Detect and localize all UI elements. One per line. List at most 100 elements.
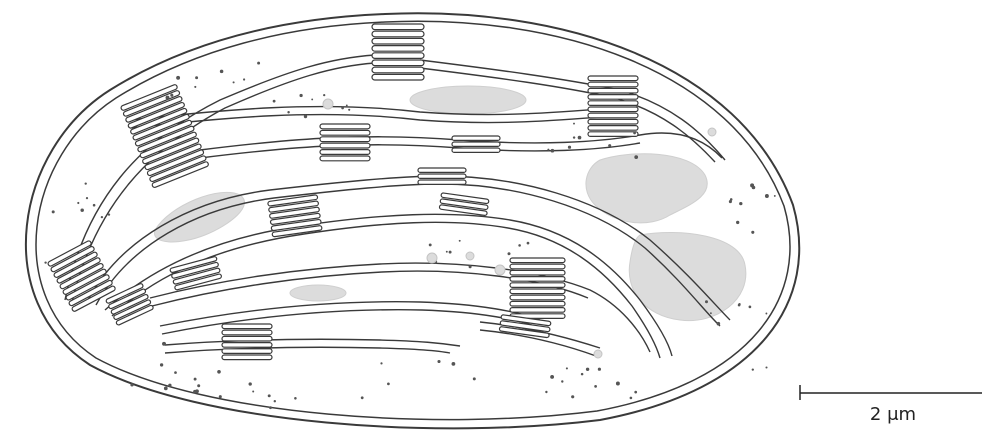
thylakoid-disc bbox=[510, 301, 565, 306]
thylakoid-disc bbox=[222, 355, 272, 360]
plastoglobule-dot bbox=[749, 306, 752, 309]
plastoglobule-dot bbox=[527, 242, 530, 245]
thylakoid-disc bbox=[418, 174, 466, 178]
plastoglobule-dot bbox=[217, 370, 221, 374]
thylakoid-disc bbox=[372, 67, 424, 73]
plastoglobule-dot bbox=[545, 391, 547, 393]
plastoglobule-dot bbox=[765, 194, 769, 198]
thylakoid-disc bbox=[222, 343, 272, 348]
plastoglobule-dot bbox=[616, 382, 620, 386]
plastoglobule bbox=[466, 252, 474, 260]
thylakoid-disc bbox=[222, 330, 272, 335]
thylakoid-disc bbox=[372, 53, 424, 59]
plastoglobule-dot bbox=[361, 396, 364, 399]
thylakoid-disc bbox=[510, 289, 565, 294]
plastoglobule-dot bbox=[194, 86, 196, 88]
scale-bar: 2 μm bbox=[800, 385, 982, 425]
thylakoid-disc bbox=[588, 126, 638, 131]
plastoglobule-dot bbox=[710, 312, 712, 314]
granum bbox=[418, 168, 466, 184]
plastoglobule-dot bbox=[108, 213, 110, 215]
thylakoid-disc bbox=[510, 308, 565, 313]
plastoglobule-dot bbox=[130, 383, 133, 386]
plastoglobule-dot bbox=[752, 186, 756, 190]
thylakoid-disc bbox=[372, 38, 424, 44]
plastoglobule-dot bbox=[774, 195, 776, 197]
thylakoid-disc bbox=[452, 148, 500, 152]
plastoglobule-dot bbox=[717, 322, 721, 326]
plastoglobule-dot bbox=[257, 62, 260, 65]
plastoglobule-dot bbox=[429, 243, 432, 246]
starch-grain bbox=[290, 285, 346, 301]
thylakoid-disc bbox=[510, 258, 565, 263]
plastoglobule-dot bbox=[739, 202, 742, 205]
thylakoid-disc bbox=[320, 130, 370, 135]
plastoglobule-dot bbox=[387, 383, 390, 386]
plastoglobule-dot bbox=[634, 391, 637, 394]
plastoglobule-dot bbox=[93, 204, 96, 207]
plastoglobule-dot bbox=[269, 406, 272, 409]
plastoglobule-dot bbox=[437, 360, 440, 363]
plastoglobule-dot bbox=[85, 182, 87, 184]
plastoglobule-dot bbox=[561, 380, 563, 382]
thylakoid-disc bbox=[418, 180, 466, 184]
thylakoid-disc bbox=[510, 277, 565, 282]
plastoglobule-dot bbox=[219, 395, 222, 398]
thylakoid-disc bbox=[588, 113, 638, 118]
plastoglobule-dot bbox=[101, 216, 103, 218]
plastoglobule-dot bbox=[598, 368, 601, 371]
plastoglobule-dot bbox=[164, 387, 168, 391]
plastoglobule-dot bbox=[634, 155, 638, 159]
plastoglobule-dot bbox=[507, 252, 510, 255]
plastoglobule-dot bbox=[304, 115, 307, 118]
plastoglobule-dot bbox=[459, 240, 461, 242]
plastoglobule-dot bbox=[348, 109, 350, 111]
thylakoid-disc bbox=[372, 31, 424, 37]
thylakoid-disc bbox=[588, 88, 638, 93]
thylakoid-disc bbox=[320, 150, 370, 155]
plastoglobule bbox=[495, 265, 505, 275]
plastoglobule-dot bbox=[765, 313, 767, 315]
thylakoid-disc bbox=[510, 264, 565, 269]
plastoglobule-dot bbox=[195, 76, 198, 79]
thylakoid-disc bbox=[320, 137, 370, 142]
plastoglobule-dot bbox=[751, 231, 754, 234]
plastoglobule bbox=[427, 253, 437, 263]
plastoglobule-dot bbox=[86, 197, 88, 199]
plastoglobule-dot bbox=[249, 382, 252, 385]
plastoglobule-dot bbox=[765, 366, 767, 368]
plastoglobule-dot bbox=[233, 81, 235, 83]
plastoglobule-dot bbox=[578, 136, 582, 140]
plastoglobule-dot bbox=[80, 208, 83, 211]
thylakoid-disc bbox=[222, 324, 272, 329]
plastoglobule-dot bbox=[273, 100, 276, 103]
thylakoid-disc bbox=[372, 24, 424, 30]
plastoglobule-dot bbox=[446, 251, 448, 253]
plastoglobule-dot bbox=[170, 94, 173, 97]
plastoglobule-dot bbox=[287, 111, 289, 113]
thylakoid-disc bbox=[372, 46, 424, 52]
thylakoid-disc bbox=[588, 76, 638, 81]
plastoglobule-dot bbox=[608, 144, 611, 147]
thylakoid-disc bbox=[510, 295, 565, 300]
thylakoid-disc bbox=[320, 143, 370, 148]
plastoglobule-dot bbox=[547, 149, 549, 151]
plastoglobule-dot bbox=[168, 384, 171, 387]
thylakoid-disc bbox=[588, 101, 638, 106]
plastoglobule-dot bbox=[518, 244, 521, 247]
plastoglobule-dot bbox=[243, 78, 245, 80]
plastoglobule-dot bbox=[633, 132, 636, 135]
plastoglobule-dot bbox=[166, 96, 170, 100]
plastoglobule-dot bbox=[736, 221, 739, 224]
plastoglobule-dot bbox=[162, 342, 166, 346]
plastoglobule-dot bbox=[581, 373, 584, 376]
plastoglobule-dot bbox=[571, 395, 574, 398]
plastoglobule-dot bbox=[452, 362, 456, 366]
plastoglobule-dot bbox=[469, 265, 472, 268]
plastoglobule-dot bbox=[568, 146, 571, 149]
thylakoid-disc bbox=[222, 349, 272, 354]
plastoglobule-dot bbox=[473, 377, 476, 380]
granum bbox=[452, 136, 500, 152]
thylakoid-disc bbox=[320, 156, 370, 161]
